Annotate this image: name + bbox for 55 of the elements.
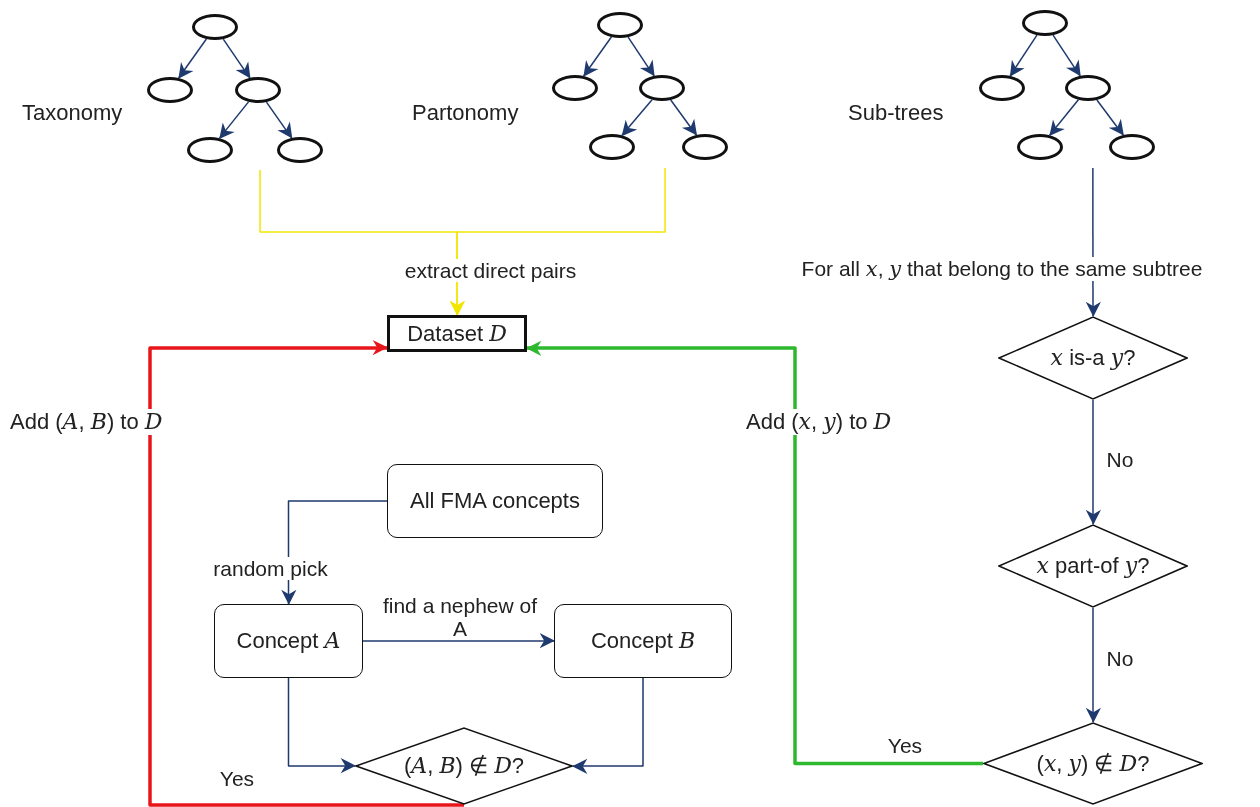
tree-node-ellipse bbox=[552, 75, 598, 101]
arrow bbox=[1052, 34, 1081, 77]
arrow bbox=[287, 677, 356, 774]
tree-label: Sub-trees bbox=[848, 100, 944, 126]
tree-node-ellipse bbox=[639, 75, 685, 101]
tree-node-ellipse bbox=[192, 14, 238, 40]
arrow bbox=[222, 38, 251, 79]
dataset-box bbox=[387, 315, 527, 352]
tree-node-ellipse bbox=[589, 134, 635, 160]
tree-node-ellipse bbox=[979, 75, 1025, 101]
tree-node-ellipse bbox=[277, 137, 323, 163]
node-label: (x, y) ∉ D? bbox=[1036, 750, 1150, 777]
tree-node-ellipse bbox=[147, 77, 193, 103]
process-box bbox=[387, 464, 603, 538]
arrow bbox=[1085, 607, 1101, 723]
node-label: Dataset D bbox=[407, 320, 507, 347]
arrow bbox=[1085, 399, 1101, 525]
tree-label: Taxonomy bbox=[22, 100, 123, 126]
decision-diamond bbox=[998, 316, 1188, 400]
arrow bbox=[1048, 99, 1080, 137]
decision-diamond bbox=[355, 727, 573, 805]
arrow bbox=[627, 36, 655, 77]
decision-diamond bbox=[983, 722, 1203, 805]
note-label: Add (A, B) to D bbox=[10, 409, 163, 435]
node-label: x part-of y? bbox=[1036, 553, 1150, 579]
arrow bbox=[582, 36, 613, 77]
note-label: Add (x, y) to D bbox=[746, 409, 892, 435]
arrow bbox=[1096, 99, 1124, 136]
tree-node-ellipse bbox=[1022, 10, 1068, 36]
process-box bbox=[214, 604, 363, 678]
arrow bbox=[265, 101, 293, 139]
arrow bbox=[281, 500, 388, 605]
tree-node-ellipse bbox=[1109, 134, 1155, 160]
tree-node-ellipse bbox=[1065, 75, 1111, 101]
node-label: (A, B) ∉ D? bbox=[403, 753, 525, 779]
thick-arrow bbox=[526, 340, 983, 766]
node-label: Concept B bbox=[590, 628, 696, 654]
node-label: Concept A bbox=[236, 628, 341, 654]
process-box bbox=[554, 604, 732, 678]
tree-label: Partonomy bbox=[412, 100, 519, 126]
arrow bbox=[572, 677, 644, 774]
tree-node-ellipse bbox=[682, 134, 728, 160]
tree-node-ellipse bbox=[235, 77, 281, 103]
arrow bbox=[177, 38, 208, 79]
arrow bbox=[449, 167, 666, 316]
arrow bbox=[670, 99, 698, 136]
decision-diamond bbox=[998, 524, 1188, 608]
arrow bbox=[218, 101, 250, 140]
arrow bbox=[362, 633, 555, 649]
node-label: All FMA concepts bbox=[410, 488, 580, 514]
node-label: x is-a y? bbox=[1050, 345, 1136, 371]
arrow bbox=[1009, 34, 1038, 77]
tree-node-ellipse bbox=[1017, 134, 1063, 160]
tree-node-ellipse bbox=[597, 12, 643, 38]
tree-node-ellipse bbox=[187, 137, 233, 163]
